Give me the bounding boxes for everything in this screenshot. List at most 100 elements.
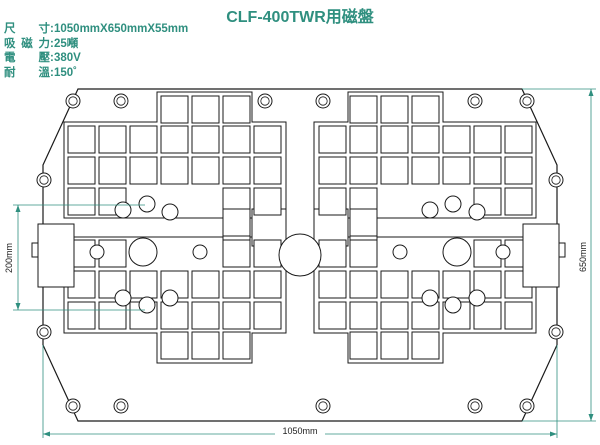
cell-group (67, 95, 533, 360)
mounting-hole-ring (318, 96, 328, 106)
left-mount-lug (37, 223, 75, 288)
left-mount-tab (31, 242, 39, 258)
pole-cell (160, 331, 189, 360)
mounting-hole (467, 93, 483, 109)
pole-cell (253, 156, 282, 185)
pole-cell (222, 331, 251, 360)
spec-label: 吸磁力 (4, 37, 50, 50)
pole-cell (349, 301, 378, 330)
pole-cell (160, 125, 189, 154)
height-dimension-label: 650mm (578, 242, 588, 272)
pole-cell (98, 301, 127, 330)
mounting-hole-ring (39, 327, 49, 337)
mounting-hole (315, 398, 331, 414)
pole-cell (191, 301, 220, 330)
height-dimension (522, 88, 596, 422)
spec-value: 380V (54, 52, 81, 64)
mounting-hole (192, 244, 208, 260)
pole-cell (318, 270, 347, 299)
width-dimension-label: 1050mm (282, 426, 317, 436)
spec-value: 25噸 (54, 37, 79, 50)
pole-cell (411, 125, 440, 154)
mounting-hole (138, 296, 156, 314)
pole-cell (222, 125, 251, 154)
pole-cell (411, 331, 440, 360)
mounting-hole (548, 172, 564, 188)
mounting-hole (421, 289, 439, 307)
pole-cell (504, 156, 533, 185)
pocket-group (63, 91, 537, 364)
pole-cell (349, 208, 378, 237)
pole-cell (253, 239, 282, 268)
mounting-hole (519, 93, 535, 109)
spec-value: 1050mmX650mmX55mm (54, 23, 189, 35)
pole-cell (318, 187, 347, 216)
mounting-hole-ring (116, 96, 126, 106)
mounting-hole (467, 398, 483, 414)
mounting-hole (89, 244, 105, 260)
pole-cell (160, 95, 189, 124)
pole-pocket (63, 91, 287, 247)
pole-cell (504, 301, 533, 330)
mounting-hole (114, 289, 132, 307)
pole-cell (253, 301, 282, 330)
pole-cell (349, 95, 378, 124)
hole-group (36, 93, 564, 414)
mounting-hole-ring (68, 96, 78, 106)
mounting-hole-ring (522, 96, 532, 106)
pole-cell (160, 301, 189, 330)
spec-label: 尺寸 (4, 23, 50, 35)
mounting-hole-ring (551, 175, 561, 185)
pole-pocket (313, 91, 537, 247)
diagram-title: CLF-400TWR用磁盤 (226, 9, 374, 26)
mounting-hole-ring (470, 96, 480, 106)
mounting-hole (128, 237, 158, 267)
spec-list: 尺寸:1050mmX650mmX55mm 吸磁力:25噸 電壓:380V 耐溫:… (4, 22, 188, 80)
pole-cell (222, 156, 251, 185)
mounting-hole-ring (260, 96, 270, 106)
pole-cell (253, 270, 282, 299)
pole-pocket (63, 208, 287, 364)
pole-cell (160, 156, 189, 185)
pole-cell (191, 95, 220, 124)
mounting-hole (113, 93, 129, 109)
pole-cell (380, 331, 409, 360)
pole-cell (380, 95, 409, 124)
pitch-dimension (13, 204, 145, 311)
pole-cell (191, 270, 220, 299)
pole-cell (191, 156, 220, 185)
pole-cell (98, 156, 127, 185)
mounting-hole (138, 195, 156, 213)
mounting-hole (113, 398, 129, 414)
pole-cell (222, 239, 251, 268)
pole-cell (67, 125, 96, 154)
right-mount-lug (522, 223, 560, 288)
spec-row: 耐溫:150˚ (4, 66, 78, 79)
pole-cell (98, 125, 127, 154)
mounting-hole (495, 244, 511, 260)
pole-pocket (313, 208, 537, 364)
pole-cell (380, 270, 409, 299)
mounting-hole (392, 244, 408, 260)
pole-cell (191, 125, 220, 154)
mounting-hole-ring (522, 401, 532, 411)
pole-cell (504, 125, 533, 154)
pole-cell (380, 301, 409, 330)
pole-cell (473, 301, 502, 330)
spec-row: 電壓:380V (4, 52, 81, 64)
pole-cell (253, 125, 282, 154)
spec-value: 150˚ (54, 66, 78, 79)
pole-cell (411, 301, 440, 330)
pole-cell (442, 125, 471, 154)
mounting-hole (36, 172, 52, 188)
spec-row: 尺寸:1050mmX650mmX55mm (4, 23, 189, 35)
spec-row: 吸磁力:25噸 (4, 37, 79, 50)
pole-cell (349, 331, 378, 360)
pole-cell (129, 125, 158, 154)
mounting-hole (65, 398, 81, 414)
pole-cell (504, 187, 533, 216)
pole-cell (349, 125, 378, 154)
mounting-hole (421, 201, 439, 219)
pole-cell (442, 156, 471, 185)
